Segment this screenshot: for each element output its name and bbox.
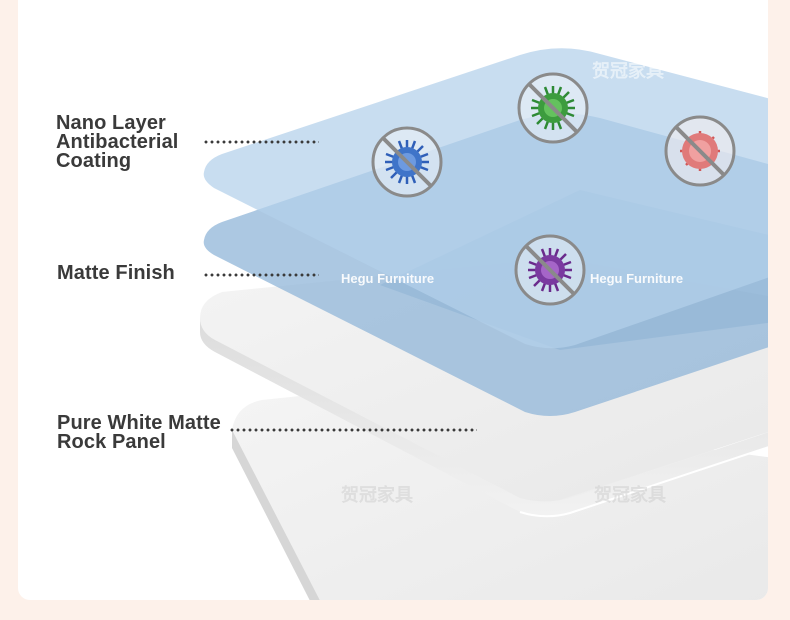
nano-coating-label-line3: Coating	[56, 150, 132, 172]
nano-coating-label: Nano Layer Antibacterial Coating	[56, 112, 179, 172]
nano-coating-leader-line	[203, 140, 319, 144]
matte-finish-leader-line	[203, 273, 319, 277]
rock-panel-label-line1: Pure White Matte	[57, 412, 221, 434]
nano-coating-layer	[203, 48, 768, 349]
red-virus-crossed-icon	[664, 115, 736, 187]
purple-virus-crossed-icon	[514, 234, 586, 306]
brand-text-left: Hegu Furniture	[341, 271, 435, 286]
blue-virus-crossed-icon	[371, 126, 443, 198]
rock-panel-leader-line	[229, 428, 477, 432]
green-virus-crossed-icon	[517, 72, 589, 144]
rock-panel-label: Pure White Matte Rock Panel	[57, 412, 221, 453]
watermark-top: 贺冠家具	[592, 61, 664, 81]
brand-text-right: Hegu Furniture	[590, 271, 684, 286]
matte-finish-label: Matte Finish	[57, 262, 175, 284]
rock-panel-label-line2: Rock Panel	[57, 431, 166, 453]
watermark-bottom-left: 贺冠家具	[341, 485, 413, 505]
nano-coating-label-line1: Nano Layer	[56, 112, 166, 134]
watermark-bottom-right: 贺冠家具	[594, 485, 666, 505]
nano-coating-label-line2: Antibacterial	[56, 131, 179, 153]
matte-finish-label-text: Matte Finish	[57, 262, 175, 284]
